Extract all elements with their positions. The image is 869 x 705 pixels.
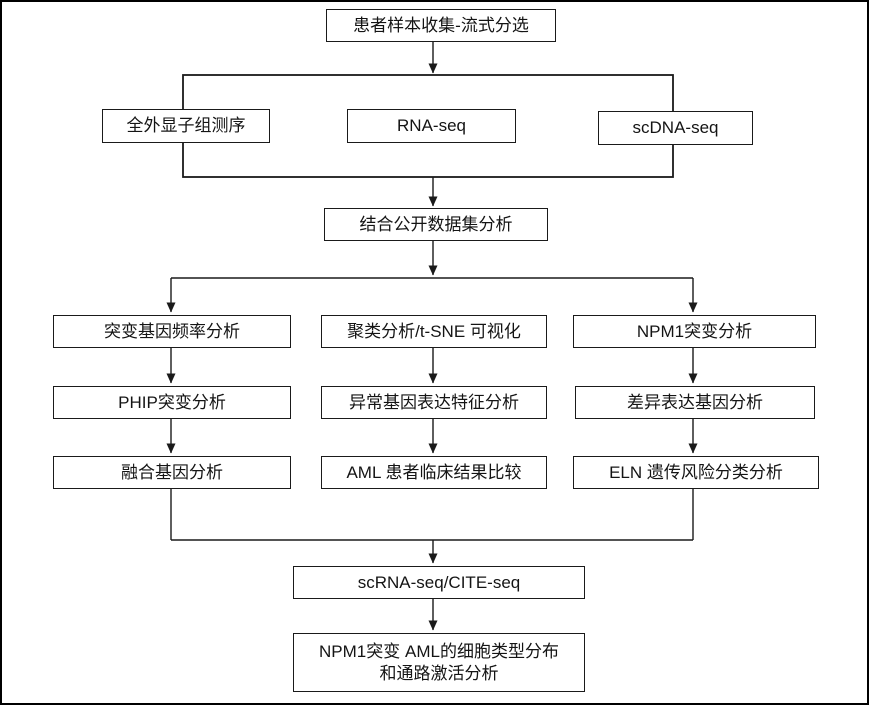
final-analysis-line2: 和通路激活分析 xyxy=(379,663,499,683)
node-scrna-cite-seq: scRNA-seq/CITE-seq xyxy=(293,566,585,599)
node-differential-expression: 差异表达基因分析 xyxy=(575,386,815,419)
node-final-analysis: NPM1突变 AML的细胞类型分布 和通路激活分析 xyxy=(293,633,585,692)
node-aml-clinical-outcome: AML 患者临床结果比较 xyxy=(321,456,547,489)
node-abnormal-gene-expression: 异常基因表达特征分析 xyxy=(321,386,547,419)
node-fusion-gene-analysis: 融合基因分析 xyxy=(53,456,291,489)
node-combine-public-datasets: 结合公开数据集分析 xyxy=(324,208,548,241)
node-phip-mutation-analysis: PHIP突变分析 xyxy=(53,386,291,419)
node-whole-exome-seq: 全外显子组测序 xyxy=(102,109,270,143)
node-scdna-seq: scDNA-seq xyxy=(598,111,753,145)
node-eln-risk-classification: ELN 遗传风险分类分析 xyxy=(573,456,819,489)
node-sample-collection: 患者样本收集-流式分选 xyxy=(326,9,556,42)
node-clustering-tsne: 聚类分析/t-SNE 可视化 xyxy=(321,315,547,348)
node-npm1-mutation-analysis: NPM1突变分析 xyxy=(573,315,816,348)
final-analysis-line1: NPM1突变 AML的细胞类型分布 xyxy=(319,642,559,662)
node-rna-seq: RNA-seq xyxy=(347,109,516,143)
node-mutation-frequency-analysis: 突变基因频率分析 xyxy=(53,315,291,348)
